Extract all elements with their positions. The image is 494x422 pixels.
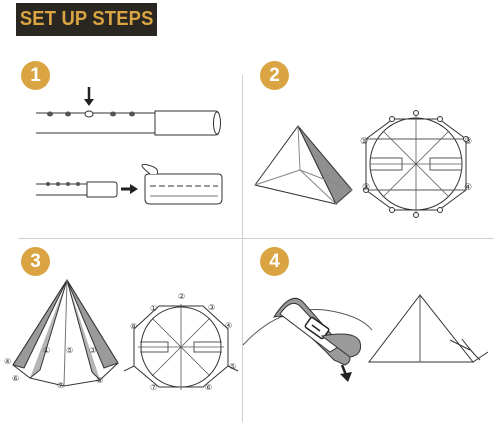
step-3-floor-plan (123, 304, 239, 390)
step-3-tent (12, 279, 119, 387)
step-1-badge: 1 (21, 61, 50, 90)
step-3-badge: 3 (21, 247, 50, 276)
step-2-label-1: ① (360, 136, 369, 146)
title-banner: SET UP STEPS (16, 3, 157, 36)
step-3-tent-label-5: ⑥ (12, 374, 20, 383)
step-3-tent-label-2: ⑤ (66, 346, 74, 355)
step-3-peg-label-8: ⑧ (130, 322, 138, 331)
page-title: SET UP STEPS (19, 8, 154, 30)
step-1-pole-bag (141, 163, 223, 205)
step-1-short-pole (36, 181, 118, 198)
step-4-badge: 4 (260, 247, 289, 276)
step-2-badge: 2 (260, 61, 289, 90)
step-3-peg-label-7: ⑦ (150, 383, 158, 392)
step-2-floor-plan (363, 110, 469, 218)
step-3-tent-label-6: ⑦ (57, 381, 65, 390)
step-1-pole-illustration (36, 110, 221, 136)
step-3-tent-label-3: ③ (89, 346, 97, 355)
step-2-pyramid (254, 125, 353, 205)
step-3-tent-label-4: ④ (4, 357, 12, 366)
step-2-label-4: ④ (464, 182, 473, 192)
step-4-strap-detail (242, 297, 373, 366)
step-3-peg-label-2: ② (178, 292, 186, 301)
vertical-divider (242, 75, 243, 422)
step-2-label-2: ② (362, 182, 371, 192)
step-3-peg-label-3: ③ (208, 303, 216, 312)
step-4-tent-outline (367, 294, 489, 363)
horizontal-divider (18, 238, 494, 239)
step-3-tent-label-1: ① (43, 346, 51, 355)
right-arrow-icon (121, 184, 138, 194)
down-arrow-icon (84, 87, 94, 106)
step-3-tent-label-7: ⑧ (96, 376, 104, 385)
step-2-label-3: ③ (464, 136, 473, 146)
step-3-peg-label-5: ⑤ (229, 362, 237, 371)
step-3-peg-label-1: ① (150, 304, 158, 313)
step-3-peg-label-4: ④ (225, 321, 233, 330)
step-3-peg-label-6: ⑥ (205, 383, 213, 392)
down-arrow-icon (340, 364, 352, 382)
